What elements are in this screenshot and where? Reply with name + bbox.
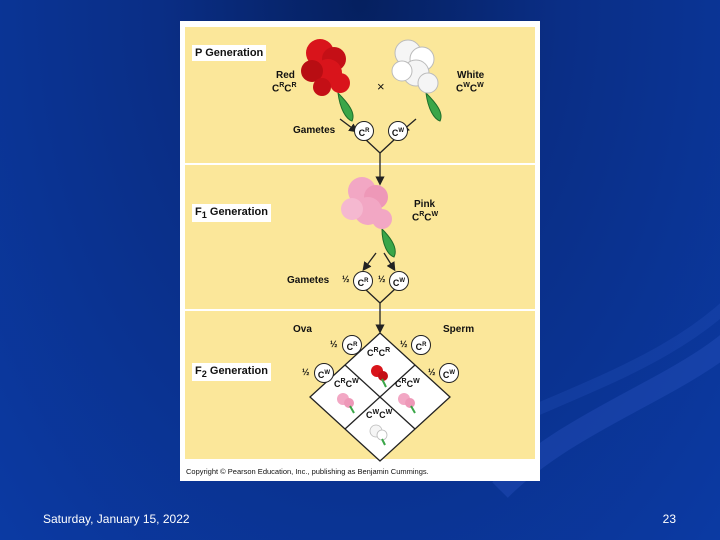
- punnett-red-flower-icon: [371, 365, 388, 388]
- f2-ova-gamete-cw: CW: [314, 363, 334, 383]
- pink-genotype: CRCW: [412, 211, 439, 224]
- gamete-merge-lines: [364, 138, 396, 154]
- pink-flower-icon: [341, 177, 396, 258]
- f1-gamete-cw: CW: [389, 271, 409, 291]
- f2-sperm-half-r: ½: [400, 339, 408, 349]
- red-label: Red: [276, 70, 295, 81]
- arrow-f1-to-gamete-r: [362, 252, 377, 272]
- f1-gametes-label: Gametes: [287, 275, 330, 286]
- f2-ova-half-w: ½: [302, 367, 310, 377]
- red-genotype: CRCR: [272, 82, 297, 95]
- footer-page-number: 23: [662, 512, 676, 526]
- footer-date: Saturday, January 15, 2022: [43, 512, 190, 526]
- punnett-cell-crcw-right: CRCW: [395, 378, 420, 389]
- f2-sperm-gamete-cr: CR: [411, 335, 431, 355]
- arrow-red-to-gamete: [339, 118, 359, 133]
- f1-gamete-merge-lines: [364, 288, 396, 304]
- punnett-square: [309, 332, 451, 462]
- f2-ova-half-r: ½: [330, 339, 338, 349]
- f2-ova-gamete-cr: CR: [342, 335, 362, 355]
- white-flower-icon: [391, 39, 442, 122]
- f1-gamete-cr: CR: [353, 271, 373, 291]
- punnett-white-flower-icon: [369, 424, 388, 446]
- arrow-f1-to-gamete-w: [383, 252, 396, 272]
- copyright-notice: Copyright © Pearson Education, Inc., pub…: [186, 467, 429, 476]
- pink-label: Pink: [414, 199, 436, 210]
- f2-generation-label: F2 Generation: [192, 363, 271, 382]
- f2-sperm-gamete-cw: CW: [439, 363, 459, 383]
- p-generation-label: P Generation: [192, 45, 267, 61]
- f2-sperm-half-w: ½: [428, 367, 436, 377]
- genetics-figure: P Generation Red CRCR × White CWCW Gamet…: [180, 21, 540, 481]
- p-gamete-cw: CW: [388, 121, 408, 141]
- sperm-label: Sperm: [443, 324, 475, 335]
- ova-label: Ova: [293, 324, 312, 335]
- white-genotype: CWCW: [456, 82, 484, 95]
- punnett-cell-cwcw: CWCW: [366, 409, 393, 420]
- f1-half-w: ½: [378, 274, 386, 284]
- f1-half-r: ½: [342, 274, 350, 284]
- punnett-pink-flower-right-icon: [398, 393, 416, 414]
- punnett-cell-crcw-left: CRCW: [334, 378, 359, 389]
- p-gamete-cr: CR: [354, 121, 374, 141]
- p-gametes-label: Gametes: [293, 125, 336, 136]
- cross-symbol: ×: [377, 79, 385, 94]
- punnett-cell-crcr: CRCR: [367, 347, 391, 358]
- f1-generation-label: F1 Generation: [192, 204, 271, 223]
- white-label: White: [457, 70, 485, 81]
- red-flower-icon: [301, 39, 354, 122]
- diagram-graphics: [301, 39, 451, 462]
- punnett-pink-flower-left-icon: [337, 393, 355, 414]
